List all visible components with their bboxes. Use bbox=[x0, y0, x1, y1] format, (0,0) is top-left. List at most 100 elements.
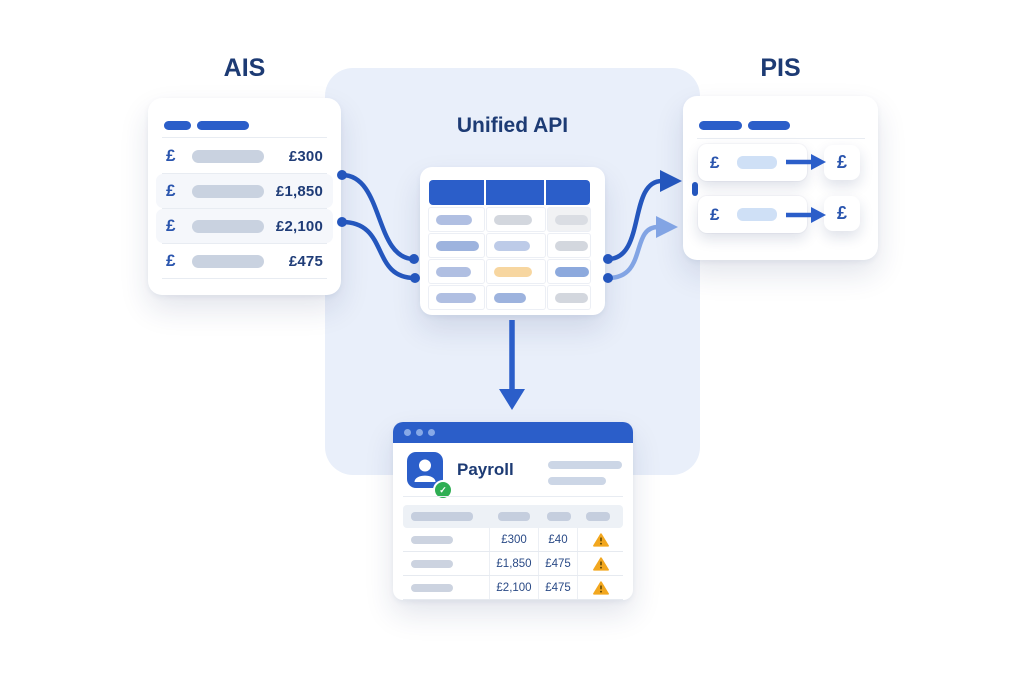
tax-amount: £475 bbox=[539, 552, 578, 575]
table-cell bbox=[429, 234, 484, 257]
table-cell bbox=[548, 260, 590, 283]
account-amount: £1,850 bbox=[275, 182, 323, 200]
employee-placeholder bbox=[403, 576, 490, 599]
warning-icon bbox=[592, 532, 609, 547]
column-header-placeholder bbox=[547, 512, 571, 521]
divider bbox=[162, 137, 327, 138]
table-cell bbox=[548, 286, 590, 309]
pis-payment-source: £ bbox=[698, 196, 807, 233]
pis-title: PIS bbox=[760, 54, 801, 82]
warning-cell bbox=[578, 552, 623, 575]
warning-icon bbox=[592, 580, 609, 595]
gross-amount: £1,850 bbox=[490, 552, 539, 575]
payroll-table-row: £300 £40 bbox=[403, 528, 623, 552]
tax-amount: £475 bbox=[539, 576, 578, 599]
account-label-placeholder bbox=[192, 149, 264, 163]
ais-account-list: £ £300 £ £1,850 £ £2,100 £ £475 bbox=[156, 139, 333, 279]
table-header-cell bbox=[486, 180, 546, 205]
table-cell bbox=[487, 234, 545, 257]
ais-account-row: £ £1,850 bbox=[156, 174, 333, 208]
payroll-table-row: £1,850 £475 bbox=[403, 552, 623, 576]
window-dot-icon bbox=[404, 429, 411, 436]
ais-account-row: £ £300 bbox=[156, 139, 333, 173]
ais-title: AIS bbox=[223, 54, 266, 82]
employee-placeholder bbox=[403, 528, 490, 551]
table-cell bbox=[548, 234, 590, 257]
header-bar-placeholder bbox=[197, 121, 249, 130]
table-cell bbox=[487, 286, 545, 309]
account-amount: £300 bbox=[288, 147, 323, 165]
highlighted-data-placeholder bbox=[494, 266, 532, 277]
pound-icon: £ bbox=[166, 146, 176, 165]
person-icon bbox=[414, 459, 436, 482]
table-header-cell bbox=[546, 180, 590, 205]
pound-icon: £ bbox=[166, 181, 176, 200]
pis-payment-target: £ bbox=[824, 145, 860, 180]
data-placeholder bbox=[436, 266, 471, 277]
divider bbox=[162, 173, 327, 174]
divider bbox=[162, 278, 327, 279]
ais-card-header bbox=[164, 117, 249, 135]
window-dot-icon bbox=[428, 429, 435, 436]
name-placeholder bbox=[411, 535, 453, 544]
ais-account-row: £ £2,100 bbox=[156, 209, 333, 243]
ais-account-row: £ £475 bbox=[156, 244, 333, 278]
table-cell bbox=[429, 260, 484, 283]
account-amount: £475 bbox=[288, 252, 323, 270]
employee-placeholder bbox=[403, 552, 490, 575]
table-cell bbox=[429, 286, 484, 309]
window-title-bar bbox=[393, 422, 633, 443]
divider bbox=[403, 496, 623, 497]
account-label-placeholder bbox=[192, 184, 264, 198]
table-header-cell bbox=[429, 180, 486, 205]
pound-icon: £ bbox=[710, 204, 720, 224]
user-avatar-icon bbox=[407, 452, 443, 488]
data-placeholder bbox=[555, 292, 588, 303]
tax-amount: £40 bbox=[539, 528, 578, 551]
pis-payment-source: £ bbox=[698, 144, 807, 181]
column-header-placeholder bbox=[586, 512, 610, 521]
data-placeholder bbox=[555, 214, 588, 225]
gross-amount: £300 bbox=[490, 528, 539, 551]
payment-placeholder bbox=[737, 208, 777, 221]
account-label-placeholder bbox=[192, 219, 264, 233]
divider bbox=[162, 243, 327, 244]
name-placeholder bbox=[411, 559, 453, 568]
pound-icon: £ bbox=[836, 203, 847, 223]
table-cell bbox=[548, 208, 590, 231]
payroll-table-row: £2,100 £475 bbox=[403, 576, 623, 600]
account-label-placeholder bbox=[192, 254, 264, 268]
data-placeholder bbox=[494, 292, 526, 303]
data-placeholder bbox=[436, 214, 472, 225]
data-placeholder bbox=[555, 240, 588, 251]
warning-icon bbox=[592, 556, 609, 571]
pis-payment-target: £ bbox=[824, 196, 860, 231]
unified-api-title: Unified API bbox=[456, 114, 569, 137]
table-cell bbox=[487, 260, 545, 283]
column-header-placeholder bbox=[411, 512, 473, 521]
pound-icon: £ bbox=[710, 152, 720, 172]
divider bbox=[697, 138, 865, 139]
payroll-window: ✓ Payroll £300 £40 bbox=[393, 422, 633, 600]
pis-card: £ £ £ £ bbox=[683, 96, 878, 260]
table-cell bbox=[487, 208, 545, 231]
divider bbox=[162, 208, 327, 209]
warning-cell bbox=[578, 576, 623, 599]
name-placeholder bbox=[411, 583, 453, 592]
pis-card-header bbox=[699, 117, 790, 135]
verified-badge-icon: ✓ bbox=[433, 480, 453, 500]
gross-amount: £2,100 bbox=[490, 576, 539, 599]
payroll-table: £300 £40 £1,850 £475 bbox=[403, 505, 623, 600]
data-placeholder bbox=[436, 292, 476, 303]
header-bar-placeholder bbox=[748, 121, 790, 130]
header-bar-placeholder bbox=[164, 121, 191, 130]
data-placeholder bbox=[436, 240, 479, 251]
unified-api-table-card bbox=[420, 167, 605, 315]
payroll-app-title: Payroll bbox=[457, 460, 514, 479]
column-header-placeholder bbox=[498, 512, 530, 521]
data-placeholder bbox=[494, 240, 530, 251]
account-amount: £2,100 bbox=[275, 217, 323, 235]
header-bar-placeholder bbox=[699, 121, 742, 130]
pound-icon: £ bbox=[836, 152, 847, 172]
